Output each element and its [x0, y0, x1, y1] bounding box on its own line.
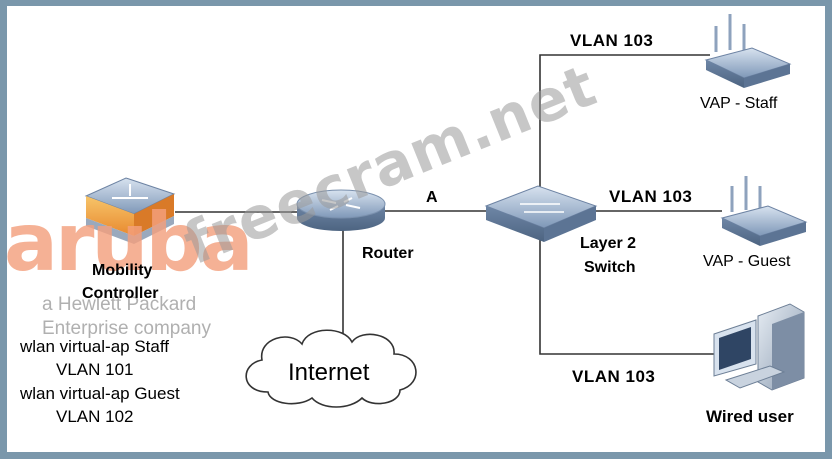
config-guest-vlan: VLAN 102	[56, 407, 134, 426]
config-staff-vlan: VLAN 101	[56, 360, 134, 379]
internet-cloud-icon	[245, 329, 417, 408]
links	[175, 54, 722, 355]
router-icon	[296, 189, 386, 231]
brand-subtitle-line1: a Hewlett Packard	[42, 294, 197, 315]
mobility-controller-icon	[84, 177, 176, 244]
controller-label-line1: Mobility	[92, 262, 153, 279]
link-switch-staff	[539, 54, 710, 204]
link-switch-wired	[539, 240, 714, 355]
config-staff-vap: wlan virtual-ap Staff	[20, 337, 169, 356]
switch-label-line1: Layer 2	[580, 235, 637, 252]
vlan-guest-link-label: VLAN 103	[609, 187, 693, 206]
controller-label-line2: Controller	[82, 285, 159, 302]
layer2-switch-icon	[484, 185, 598, 242]
brand-subtitle-line2: Enterprise company	[42, 318, 211, 339]
aruba-brand-watermark: aruba	[4, 196, 254, 289]
vap-guest-ap-icon	[720, 176, 808, 246]
wired-user-label: Wired user	[706, 407, 794, 426]
router-label: Router	[362, 245, 414, 262]
internet-label: Internet	[288, 359, 370, 386]
wired-user-pc-icon	[713, 303, 805, 391]
point-a-label: A	[426, 189, 438, 206]
vap-staff-label: VAP - Staff	[700, 95, 778, 112]
vlan-wired-link-label: VLAN 103	[572, 367, 656, 386]
vlan-staff-link-label: VLAN 103	[570, 31, 654, 50]
vap-guest-label: VAP - Guest	[703, 253, 791, 270]
config-guest-vap: wlan virtual-ap Guest	[20, 384, 180, 403]
switch-label-line2: Switch	[584, 259, 636, 276]
vap-staff-ap-icon	[704, 14, 792, 88]
